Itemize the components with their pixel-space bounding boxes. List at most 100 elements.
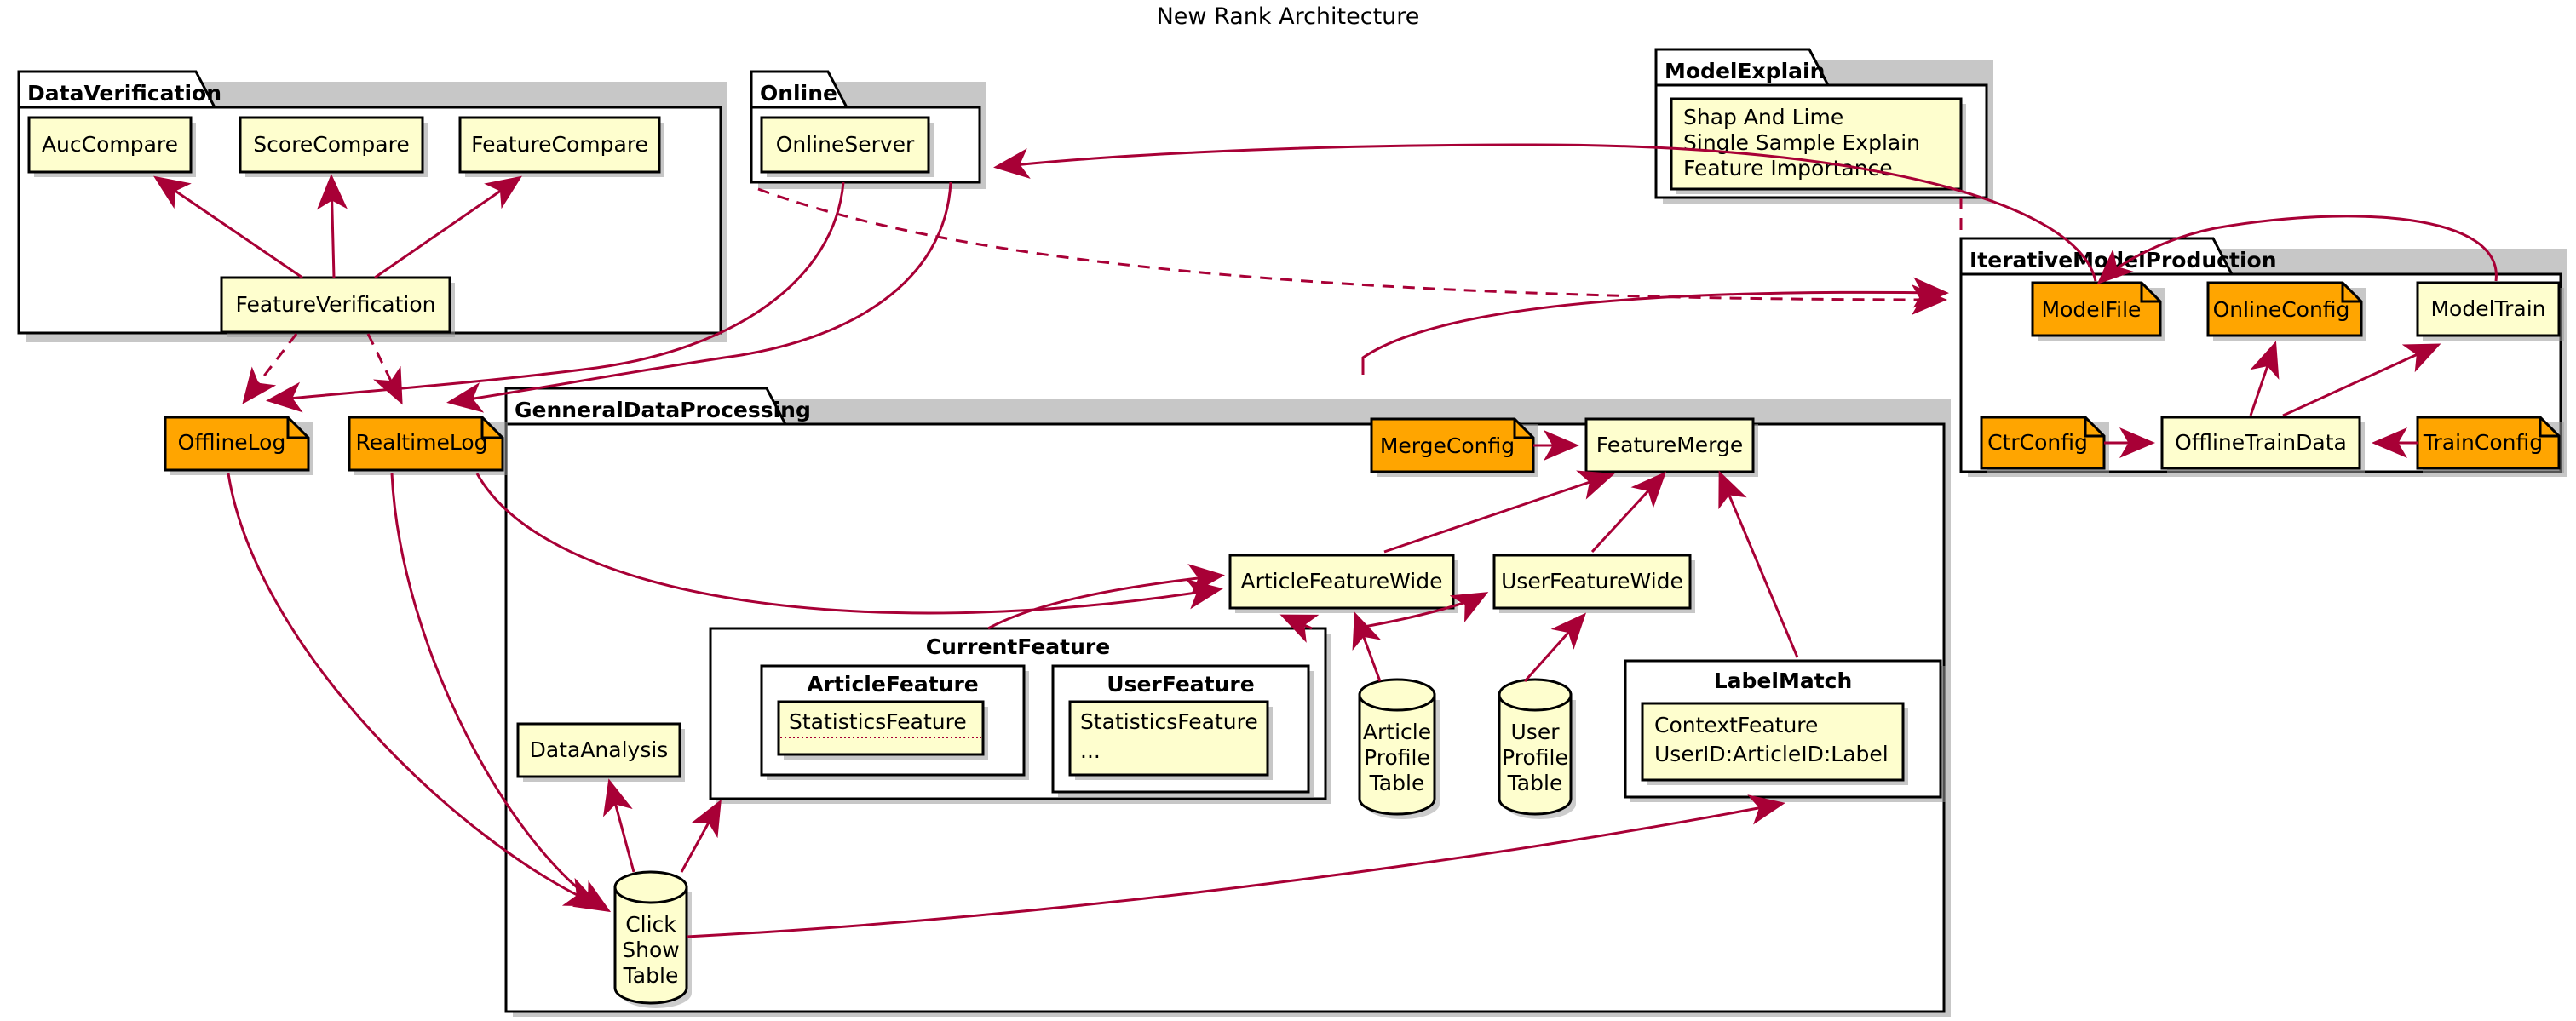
note-onlineconfig[interactable]: OnlineConfig [2206, 281, 2366, 341]
edge-clickshowtable-currentfeature [680, 799, 722, 873]
edge-onlineserver-realtimelog [446, 181, 952, 413]
db-line: Show [622, 938, 679, 962]
edge-realtimelog-clickshowtable [390, 473, 612, 913]
note-line: UserID:ArticleID:Label [1654, 742, 1889, 766]
component-label: FeatureVerification [236, 292, 436, 317]
note-label: MergeConfig [1380, 433, 1515, 458]
database-article-profile-table: Article Profile Table [1358, 678, 1440, 819]
package-title-current-feature: CurrentFeature [926, 634, 1110, 659]
package-title-online: Online [760, 81, 837, 106]
note-model-explain: Shap And Lime Single Sample Explain Feat… [1670, 97, 1966, 194]
edge-modelfile-onlineserver [993, 143, 2097, 282]
edge-onlineserver-offlinelog [266, 181, 845, 413]
package-genneral-data-processing: GenneralDataProcessing MergeConfig Featu… [504, 387, 1951, 1017]
note-label: RealtimeLog [355, 430, 487, 455]
db-line: Profile [1364, 745, 1430, 770]
package-title-genneral-data-processing: GenneralDataProcessing [515, 398, 811, 422]
db-line: Article [1363, 720, 1431, 744]
component-label: AucCompare [42, 132, 178, 157]
package-online: Online OnlineServer [750, 70, 986, 189]
component-label: UserFeatureWide [1501, 569, 1683, 594]
package-current-feature: CurrentFeature ArticleFeature Statistics… [709, 627, 1331, 804]
edge-dataverification-iterativemodelproduction [757, 187, 1947, 315]
component-featuremerge[interactable]: FeatureMerge [1584, 417, 1758, 477]
package-title-model-explain: ModelExplain [1665, 59, 1825, 83]
component-featurecompare[interactable]: FeatureCompare [458, 116, 664, 177]
edge-clickshowtable-dataanalysis [602, 778, 635, 873]
note-user-statisticsfeature: StatisticsFeature ... [1068, 700, 1273, 780]
package-user-feature: UserFeature StatisticsFeature ... [1051, 664, 1314, 797]
package-title-iterative-model-production: IterativeModelProduction [1969, 248, 2277, 272]
component-label: ArticleFeatureWide [1240, 569, 1442, 594]
note-label: ModelFile [2042, 297, 2142, 322]
edge-featureverification-scorecompare [316, 174, 348, 278]
component-dataanalysis[interactable]: DataAnalysis [516, 722, 685, 782]
db-line: Click [625, 912, 676, 937]
note-line: StatisticsFeature [789, 709, 967, 734]
note-offlinelog[interactable]: OfflineLog [164, 416, 313, 475]
component-articlefeaturewide[interactable]: ArticleFeatureWide [1228, 554, 1458, 613]
db-line: Profile [1502, 745, 1568, 770]
package-label-match: LabelMatch ContextFeature UserID:Article… [1624, 659, 1946, 802]
edge-labelmatch-featuremerge [1718, 470, 1799, 658]
note-label: OnlineConfig [2213, 297, 2350, 322]
component-label: OnlineServer [776, 132, 915, 157]
note-ctrconfig[interactable]: CtrConfig [1980, 416, 2109, 473]
edge-userprofiletable-userfeaturewide [1523, 612, 1587, 683]
note-label: CtrConfig [1987, 430, 2088, 455]
edge-currentfeature-articlefeaturewide [1279, 614, 1320, 643]
database-user-profile-table: User Profile Table [1498, 678, 1576, 819]
note-article-statisticsfeature: StatisticsFeature [777, 700, 988, 760]
edge-offlinelog-clickshowtable [227, 473, 601, 907]
component-label: ModelTrain [2430, 296, 2545, 321]
database-click-show-table: Click Show Table [613, 870, 692, 1008]
edge-realtimelog-articlefeaturewide [475, 473, 1223, 615]
note-modelfile[interactable]: ModelFile [2031, 281, 2165, 341]
package-title-user-feature: UserFeature [1107, 672, 1254, 697]
package-model-explain: ModelExplain Shap And Lime Single Sample… [1654, 48, 1993, 204]
note-line: ... [1080, 738, 1101, 763]
component-onlineserver[interactable]: OnlineServer [760, 116, 934, 177]
page-title: New Rank Architecture [1157, 3, 1420, 30]
db-line: User [1511, 720, 1561, 744]
component-label: OfflineTrainData [2175, 430, 2347, 455]
package-data-verification: DataVerification AucCompare ScoreCompare… [17, 70, 727, 342]
edge-featureverification-offlinelog [242, 333, 298, 404]
edge-modeltrain-modelfile [2096, 215, 2498, 285]
db-line: Table [1369, 771, 1425, 795]
edge-offlinetraindata-modeltrain [2282, 343, 2441, 417]
component-auccompare[interactable]: AucCompare [27, 116, 196, 177]
note-realtimelog[interactable]: RealtimeLog [348, 416, 508, 475]
package-title-data-verification: DataVerification [27, 81, 221, 106]
note-label: OfflineLog [178, 430, 286, 455]
db-line: Table [623, 963, 679, 988]
edge-featuremerge-iterativemodelproduction [1361, 277, 1949, 375]
edge-featureverification-featurecompare [374, 175, 522, 279]
edge-currentfeature-userfeaturewide [1354, 592, 1489, 630]
note-labelmatch-context: ContextFeature UserID:ArticleID:Label [1641, 702, 1908, 785]
edge-articlefeaturewide-featuremerge [1383, 470, 1615, 554]
component-scorecompare[interactable]: ScoreCompare [239, 116, 428, 177]
package-title-article-feature: ArticleFeature [807, 672, 978, 697]
note-line: Shap And Lime [1683, 105, 1843, 129]
db-line: Table [1507, 771, 1563, 795]
note-trainconfig[interactable]: TrainConfig [2416, 416, 2564, 473]
component-featureverification[interactable]: FeatureVerification [220, 276, 455, 337]
package-article-feature: ArticleFeature StatisticsFeature [760, 664, 1029, 780]
note-line: ContextFeature [1654, 713, 1818, 737]
note-mergeconfig[interactable]: MergeConfig [1370, 417, 1538, 477]
package-title-label-match: LabelMatch [1714, 668, 1853, 693]
component-userfeaturewide[interactable]: UserFeatureWide [1492, 554, 1695, 613]
note-label: TrainConfig [2423, 430, 2543, 455]
component-label: FeatureMerge [1596, 433, 1744, 457]
edge-clickshowtable-labelmatch [686, 794, 1785, 938]
package-iterative-model-production: IterativeModelProduction ModelFile Onlin… [1959, 237, 2567, 477]
edge-offlinetraindata-onlineconfig [2249, 341, 2280, 416]
component-label: DataAnalysis [530, 737, 669, 762]
edge-userfeaturewide-featuremerge [1590, 471, 1667, 554]
component-offlinetraindata[interactable]: OfflineTrainData [2160, 416, 2365, 473]
note-line: StatisticsFeature [1080, 709, 1258, 734]
component-modeltrain[interactable]: ModelTrain [2416, 281, 2564, 341]
